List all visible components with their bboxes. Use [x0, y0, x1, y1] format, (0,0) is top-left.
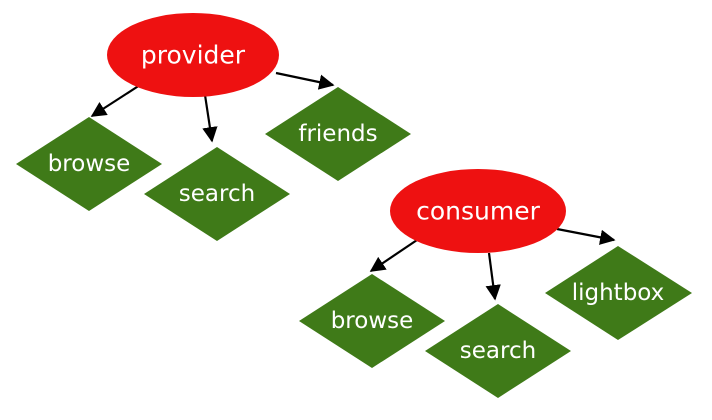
edge-consumer-browse: [369, 237, 421, 272]
edge-consumer-search: [485, 252, 501, 301]
provider-search-node: [144, 147, 290, 241]
provider-label: provider: [141, 41, 246, 70]
edge-provider-friends: [275, 71, 335, 90]
consumer-browse-label: browse: [331, 308, 414, 334]
edge-provider-search: [202, 94, 218, 143]
provider-browse-label: browse: [48, 151, 131, 177]
consumer-search-label: search: [460, 338, 536, 364]
provider-search-label: search: [179, 181, 255, 207]
consumer-browse-node: [299, 274, 445, 368]
edge-consumer-lightbox: [556, 227, 616, 245]
consumer-label: consumer: [416, 197, 540, 226]
provider-browse-node: [16, 117, 162, 211]
consumer-lightbox-label: lightbox: [572, 280, 665, 306]
provider-friends-node: [265, 87, 411, 181]
consumer-group: consumer browse search lightbox: [299, 169, 692, 398]
consumer-ellipse: [390, 169, 566, 253]
edge-provider-browse: [90, 84, 141, 117]
provider-group: provider browse search friends: [16, 13, 411, 241]
consumer-lightbox-node: [545, 246, 692, 340]
provider-friends-label: friends: [298, 121, 377, 147]
provider-ellipse: [107, 13, 279, 97]
consumer-search-node: [425, 304, 571, 398]
